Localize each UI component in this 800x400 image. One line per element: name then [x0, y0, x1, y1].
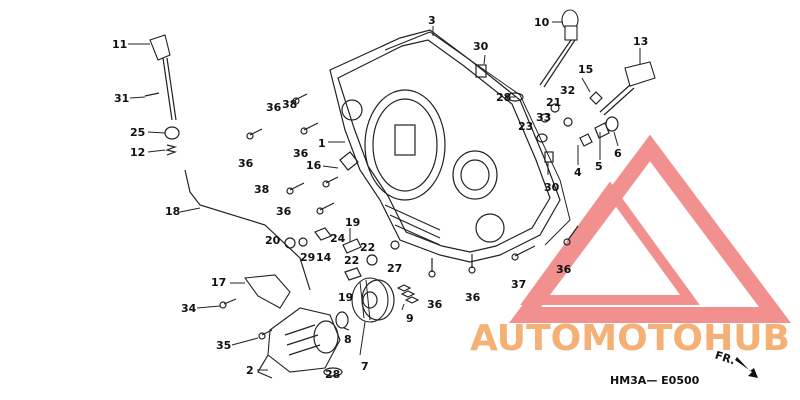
callout-36-e: 36	[427, 298, 443, 311]
callout-12: 12	[130, 146, 145, 159]
callout-36-b: 36	[238, 157, 254, 170]
callout-25: 25	[130, 126, 145, 139]
front-direction-arrow	[735, 357, 758, 378]
callout-13: 13	[633, 35, 648, 48]
callout-36-f: 36	[465, 291, 481, 304]
callout-38-a: 38	[254, 183, 269, 196]
callout-19-b: 19	[338, 291, 353, 304]
callout-36-c: 36	[293, 147, 309, 160]
callout-33: 33	[536, 111, 551, 124]
callout-18: 18	[165, 205, 180, 218]
filter-cover	[257, 307, 341, 379]
callout-21: 21	[546, 96, 561, 109]
callout-10: 10	[534, 16, 550, 29]
small-parts	[284, 64, 619, 281]
callout-36-d: 36	[276, 205, 292, 218]
callout-16: 16	[306, 159, 322, 172]
crankcase-cover	[329, 29, 561, 263]
callout-23: 23	[518, 120, 533, 133]
oil-filter	[351, 277, 395, 323]
oil-dipstick	[539, 9, 579, 88]
control-rod	[184, 169, 311, 291]
callout-32: 32	[560, 84, 575, 97]
callout-28-a: 28	[496, 91, 511, 104]
callout-17: 17	[211, 276, 226, 289]
cover-gasket	[384, 31, 571, 246]
callout-36-a: 36	[266, 101, 282, 114]
callout-28-b: 28	[325, 368, 340, 381]
front-direction-label: FR.	[713, 349, 736, 368]
washer	[164, 126, 180, 140]
callout-6: 6	[614, 147, 622, 160]
diagram-code: HM3A— E0500	[610, 374, 700, 387]
callout-20: 20	[265, 234, 281, 247]
callout-8: 8	[344, 333, 352, 346]
filter-spring	[396, 284, 420, 304]
callout-24: 24	[330, 232, 346, 245]
callout-9: 9	[406, 312, 414, 325]
callout-11: 11	[112, 38, 127, 51]
leader-lines	[128, 21, 641, 371]
callout-22-b: 22	[344, 254, 359, 267]
callout-35: 35	[216, 339, 231, 352]
callout-1: 1	[318, 137, 326, 150]
callout-5: 5	[595, 160, 603, 173]
callout-labels: 1 2 3 4 5 6 7 8 9 10 11 12 13 14 15 16 1…	[112, 14, 648, 381]
callout-30-b: 30	[544, 181, 560, 194]
watermark-logo	[509, 134, 791, 323]
callout-3: 3	[428, 14, 436, 27]
callout-4: 4	[574, 166, 582, 179]
callout-27: 27	[387, 262, 402, 275]
callout-34: 34	[181, 302, 197, 315]
callout-22-a: 22	[360, 241, 375, 254]
lever-shaft	[599, 61, 656, 116]
callout-14: 14	[316, 251, 332, 264]
callout-19-a: 19	[345, 216, 360, 229]
callout-36-g: 36	[556, 263, 572, 276]
callout-2: 2	[246, 364, 254, 377]
callout-31: 31	[114, 92, 129, 105]
spring-clip	[164, 144, 178, 156]
shift-arm	[149, 34, 177, 121]
mounting-bracket	[243, 274, 291, 309]
callout-7: 7	[361, 360, 369, 373]
callout-38-b: 38	[282, 98, 297, 111]
bolt-set	[144, 92, 579, 340]
callout-37: 37	[511, 278, 526, 291]
o-ring	[335, 311, 349, 329]
cover-o-ring	[323, 367, 343, 377]
watermark-text: AUTOMOTOHUB	[470, 318, 790, 359]
callout-29: 29	[300, 251, 315, 264]
callout-15: 15	[578, 63, 593, 76]
callout-30-a: 30	[473, 40, 489, 53]
